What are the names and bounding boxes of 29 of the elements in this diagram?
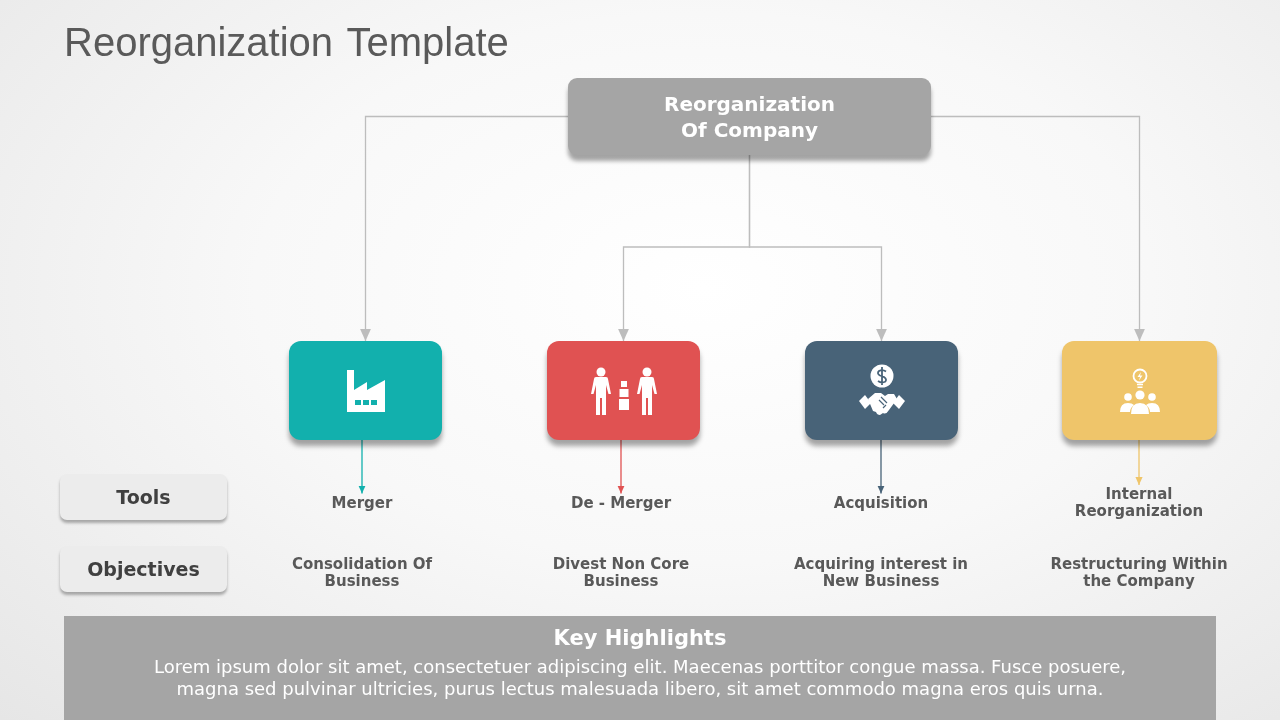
category-tile: [547, 341, 700, 440]
category-tile: [1062, 341, 1217, 440]
row-header: [60, 546, 227, 592]
objective-text: Divest Non Core Business: [551, 556, 691, 590]
band-heading: Key Highlights: [553, 626, 727, 650]
connector-arrow: [930, 115, 1145, 342]
connector-arrow: [360, 115, 569, 342]
objective-text: Restructuring Within the Company: [1049, 556, 1229, 590]
tool-label: Internal Reorganization: [1069, 486, 1209, 520]
box-label: Reorganization Of Company: [663, 90, 836, 143]
band-text: Lorem ipsum dolor sit amet, consectetuer adipiscing elit. Maecenas porttitor congue massa. Fusce posuere, magna sed pulvinar ultricies, purus lectus malesuada libero, sit amet commodo magna eros quis urna.: [152, 656, 1128, 700]
row-header-label: Objectives: [87, 558, 200, 580]
connector-arrow: [358, 439, 366, 495]
page-title: Reorganization Template: [64, 21, 509, 63]
tool-label: Acquisition: [833, 494, 929, 512]
connector-arrow: [748, 154, 887, 342]
row-header-label: Tools: [116, 486, 171, 508]
tool-label: De - Merger: [570, 494, 672, 512]
highlights-band: [64, 616, 1216, 720]
objective-text: Consolidation Of Business: [290, 556, 434, 590]
connector-arrow: [617, 439, 625, 495]
objective-text: Acquiring interest in New Business: [792, 556, 970, 590]
tool-label: Merger: [331, 494, 393, 512]
category-tile: [289, 341, 442, 440]
category-tile: [805, 341, 958, 440]
root-box: [568, 78, 931, 155]
connector-arrow: [877, 439, 885, 495]
connector-arrow: [1135, 439, 1143, 486]
row-header: [60, 474, 227, 520]
